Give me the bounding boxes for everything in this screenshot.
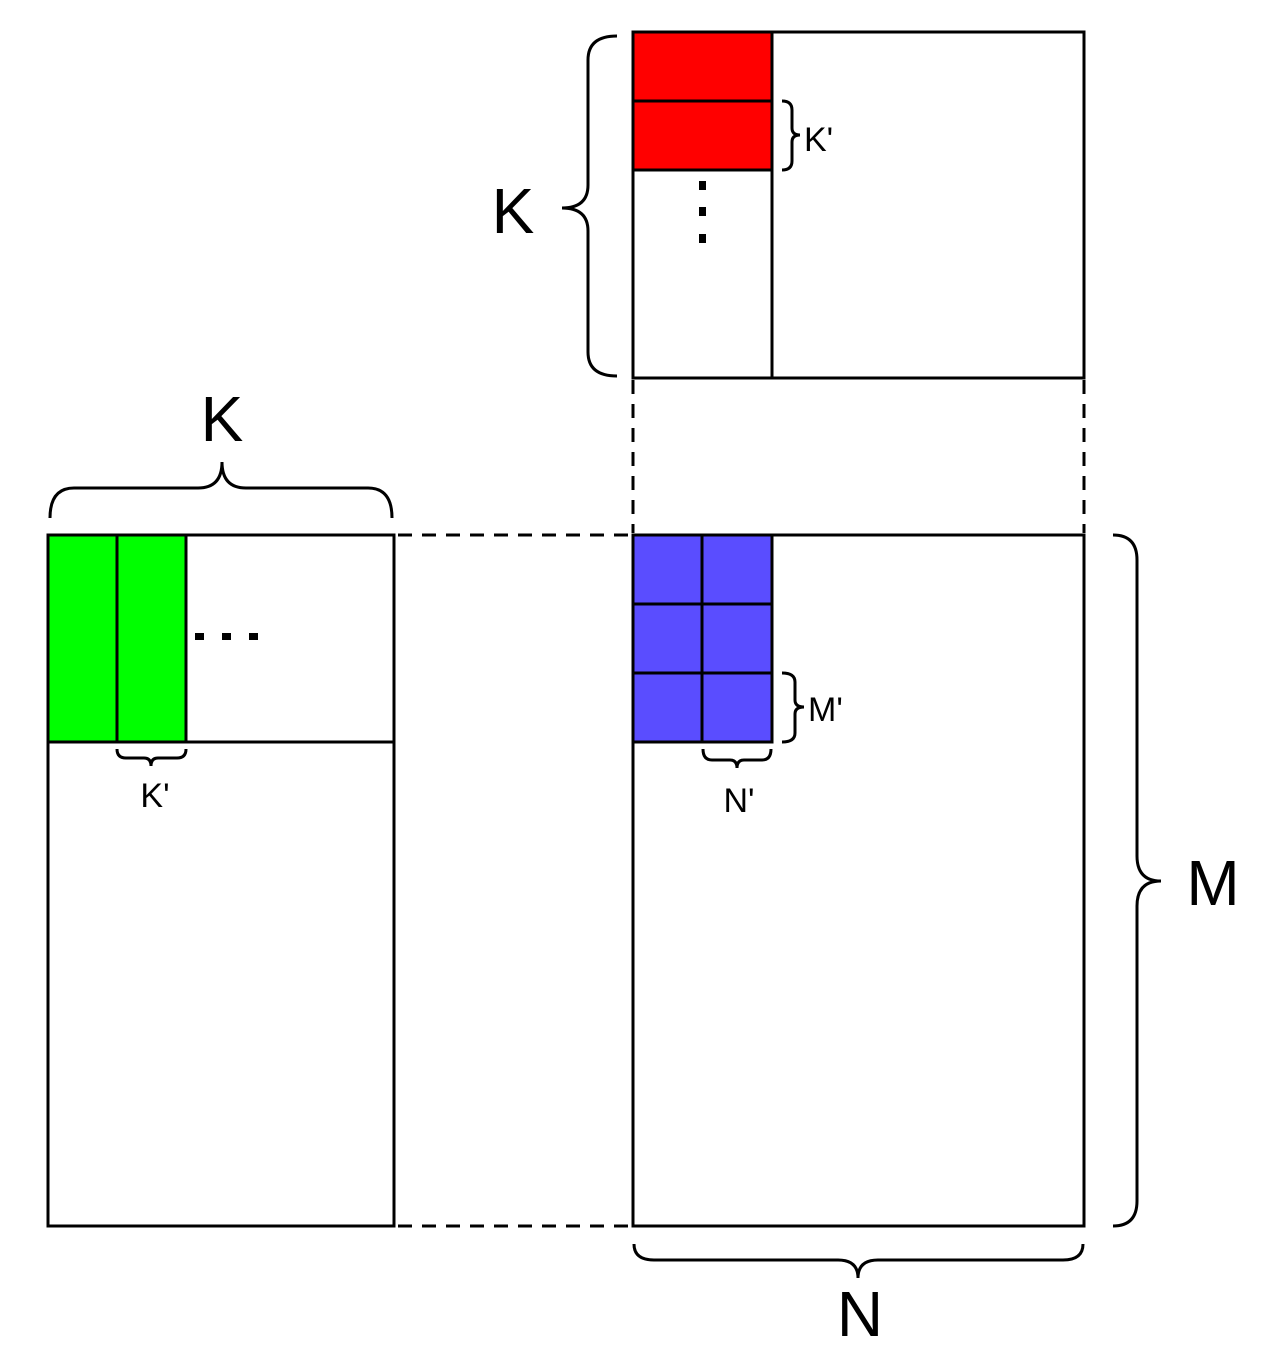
matrix-b: K K' — [492, 30, 1086, 380]
matrix-b-outline — [631, 30, 1086, 380]
c-tile-r1c2 — [700, 533, 774, 606]
b-k-label: K — [492, 175, 535, 247]
a-tile-2 — [115, 533, 188, 744]
c-mprime-label: M' — [808, 691, 843, 729]
matrix-a-outline — [46, 533, 396, 1228]
c-tile-r1c1 — [631, 533, 704, 606]
c-mprime-brace — [781, 671, 805, 744]
vertical-ellipsis-icon — [699, 181, 706, 243]
c-nprime-label: N' — [723, 782, 754, 820]
matrix-c-outline — [631, 533, 1086, 1228]
matrix-a: K K' — [46, 383, 396, 1228]
b-kprime-brace — [781, 99, 801, 172]
a-tile-1 — [46, 533, 119, 744]
c-tile-r2c1 — [631, 602, 704, 675]
a-k-label: K — [201, 383, 244, 455]
c-tile-r3c2 — [700, 671, 774, 744]
c-tile-r3c1 — [631, 671, 704, 744]
b-k-brace — [561, 34, 618, 378]
b-tile-1 — [631, 30, 774, 103]
horizontal-ellipsis-icon — [195, 633, 258, 640]
c-m-label: M — [1186, 847, 1239, 919]
c-m-brace — [1112, 533, 1162, 1228]
a-kprime-brace — [115, 748, 188, 767]
c-nprime-brace — [701, 748, 773, 769]
c-n-label: N — [837, 1278, 883, 1350]
a-k-brace — [48, 461, 394, 519]
c-n-brace — [632, 1243, 1085, 1279]
matrix-c: M' N' M N — [631, 533, 1240, 1350]
b-tile-2 — [631, 99, 774, 172]
c-tile-r2c2 — [700, 602, 774, 675]
b-kprime-label: K' — [804, 121, 833, 159]
a-kprime-label: K' — [140, 777, 169, 815]
dashed-connectors — [398, 380, 1086, 1228]
